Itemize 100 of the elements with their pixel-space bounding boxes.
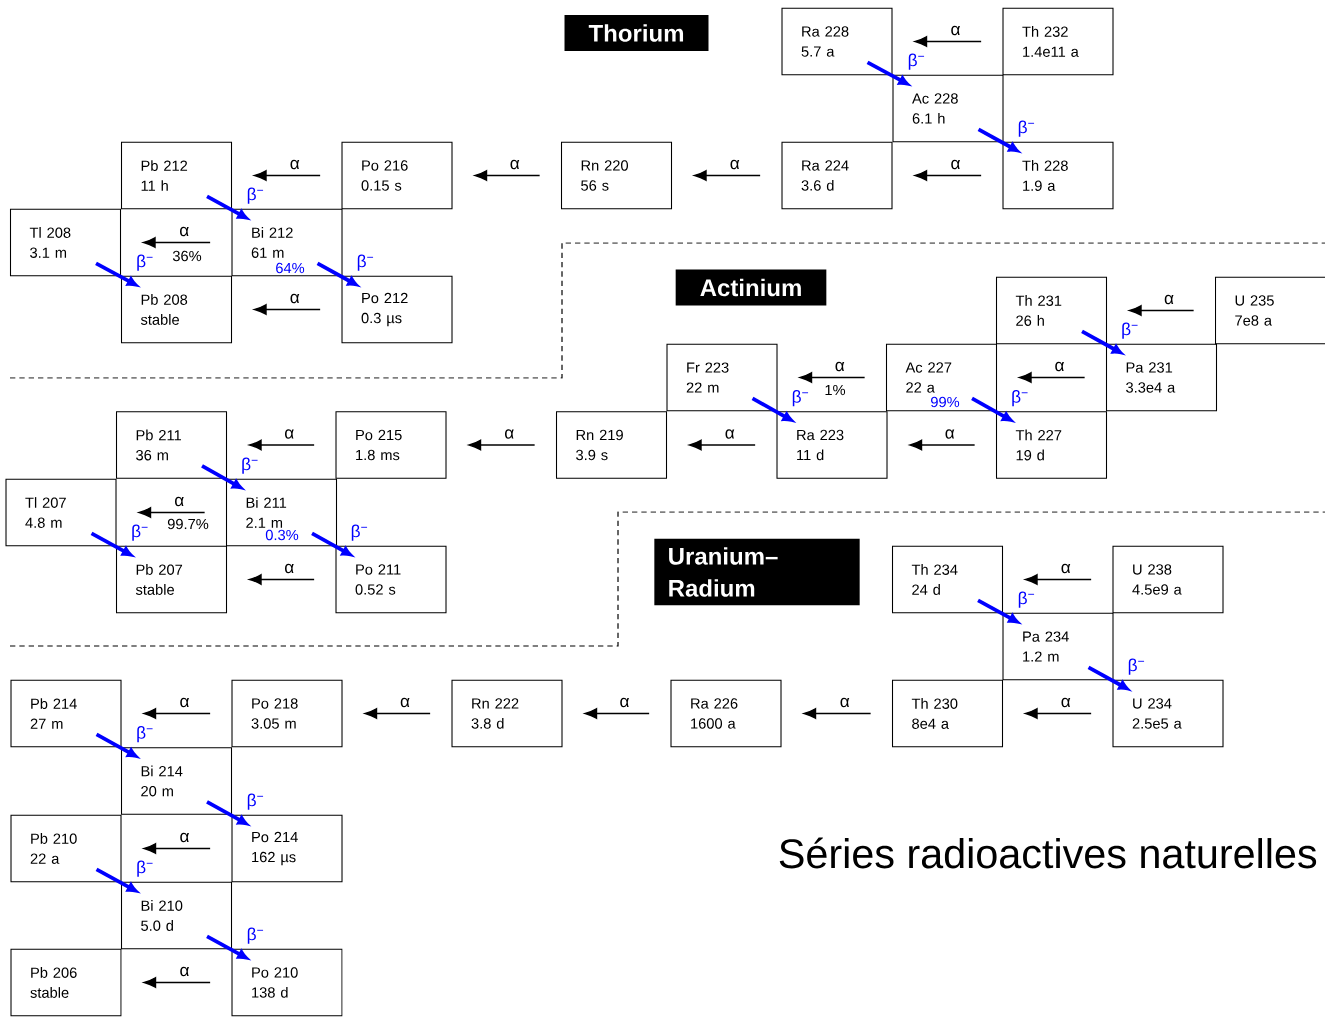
arrow: [249, 439, 315, 451]
edge-label: β$^{−}$: [247, 793, 264, 810]
nuclide-box: Ra 226 1600 a: [670, 679, 782, 748]
edge-label: α: [180, 226, 189, 237]
arrow: [1129, 305, 1195, 316]
arrow: [143, 977, 211, 988]
nuclide-box: Tl 208 3.1 m: [9, 208, 122, 277]
edge-label: α: [835, 361, 845, 372]
branch-percentage: 64%: [276, 262, 305, 274]
arrow: [1087, 665, 1130, 691]
arrow: [364, 708, 431, 719]
nuclide-box: Th 231 26 h: [995, 276, 1108, 345]
edge-label: β$^{−}$: [242, 457, 258, 474]
edge-label: β$^{−}$: [137, 860, 153, 877]
edge-label: β$^{−}$: [1018, 120, 1035, 137]
branch-percentage: 99%: [931, 396, 960, 408]
nuclide-box: Ra 223 11 d: [776, 411, 888, 479]
arrow: [1019, 372, 1086, 383]
nuclide-box: Bi 214 20 m: [120, 747, 233, 815]
nuclide-box: Th 228 1.9 a: [1002, 141, 1114, 210]
nuclide-box: Pb 206 stable: [10, 948, 122, 1017]
nuclide-box: Fr 223 22 m: [666, 343, 778, 412]
arrow: [977, 127, 1020, 153]
branch-percentage: 1%: [825, 384, 846, 396]
arrow: [914, 170, 982, 181]
arrow: [689, 439, 756, 451]
branch-percentage: 99.7%: [167, 518, 209, 530]
series-banner: Thorium: [564, 15, 709, 51]
nuclide-box: Rn 222 3.8 d: [451, 679, 563, 748]
arrow: [254, 170, 321, 181]
arrow: [977, 598, 1020, 624]
arrow: [914, 36, 982, 47]
nuclide-box: Th 230 8e4 a: [891, 679, 1004, 748]
nuclide-box: Po 212 0.3 µs: [341, 275, 453, 344]
arrow: [206, 934, 249, 960]
edge-label: β$^{−}$: [908, 53, 925, 70]
edge-label: β$^{−}$: [1128, 658, 1145, 675]
edge-label: α: [510, 159, 520, 170]
nuclide-box: Pb 211 36 m: [115, 411, 228, 479]
nuclide-box: Tl 207 4.8 m: [5, 478, 117, 547]
arrow: [143, 237, 211, 248]
arrow: [1081, 329, 1123, 355]
nuclide-box: Th 232 1.4e11 a: [1002, 7, 1114, 76]
edge-label: α: [945, 429, 955, 439]
edge-label: α: [1061, 697, 1071, 708]
arrow: [138, 507, 206, 518]
series-banner: Uranium–Radium: [654, 538, 860, 606]
edge-label: β$^{−}$: [132, 524, 148, 541]
arrow: [311, 531, 353, 557]
nuclide-box: Ra 228 5.7 a: [781, 7, 893, 76]
branch-percentage: 0.3%: [265, 529, 299, 541]
arrow: [249, 574, 315, 585]
nuclide-box: Pb 212 11 h: [120, 141, 233, 210]
series-banner: Actinium: [675, 269, 827, 306]
edge-label: α: [730, 159, 740, 170]
nuclide-box: U 235 7e8 a: [1214, 276, 1325, 345]
nuclide-box: U 238 4.5e9 a: [1112, 545, 1224, 614]
nuclide-box: Th 234 24 d: [891, 545, 1004, 614]
arrow: [751, 396, 794, 422]
nuclide-box: Po 216 0.15 s: [341, 141, 453, 210]
edge-label: β$^{−}$: [1012, 390, 1028, 407]
edge-label: α: [180, 832, 189, 843]
arrow: [316, 261, 359, 287]
arrow: [143, 708, 211, 719]
arrow: [866, 60, 910, 86]
arrow: [799, 372, 866, 383]
arrow: [1025, 708, 1092, 719]
edge-label: α: [1055, 361, 1064, 372]
arrow: [584, 708, 650, 719]
arrow: [474, 170, 541, 181]
arrow: [468, 439, 536, 451]
edge-label: β$^{−}$: [247, 187, 264, 204]
arrow: [143, 843, 211, 854]
edge-label: α: [1061, 563, 1071, 574]
nuclide-box: Pb 207 stable: [115, 545, 228, 614]
arrow: [803, 708, 872, 719]
edge-label: β$^{−}$: [137, 726, 153, 743]
edge-label: β$^{−}$: [1122, 322, 1138, 339]
edge-label: α: [620, 697, 629, 708]
edge-label: β$^{−}$: [351, 524, 368, 541]
nuclide-box: Po 218 3.05 m: [231, 679, 343, 748]
arrow: [694, 170, 761, 181]
edge-label: α: [951, 25, 960, 36]
nuclide-box: Pa 234 1.2 m: [1002, 612, 1114, 681]
edge-label: α: [725, 429, 735, 439]
nuclide-box: Ra 224 3.6 d: [781, 141, 893, 210]
edge-label: α: [180, 966, 189, 977]
edge-label: β$^{−}$: [357, 254, 374, 271]
nuclide-box: Po 215 1.8 ms: [335, 411, 447, 479]
nuclide-box: Po 211 0.52 s: [335, 545, 447, 614]
edge-label: α: [840, 697, 850, 708]
nuclide-box: Rn 219 3.9 s: [555, 411, 668, 479]
diagram-title: Séries radioactives naturelles: [779, 837, 1317, 869]
arrow: [95, 732, 138, 758]
edge-label: β$^{−}$: [137, 254, 153, 271]
arrow: [909, 439, 976, 451]
edge-label: α: [951, 159, 960, 170]
edge-label: α: [400, 697, 410, 708]
edge-label: β$^{−}$: [1018, 591, 1035, 608]
edge-label: β$^{−}$: [247, 927, 264, 944]
